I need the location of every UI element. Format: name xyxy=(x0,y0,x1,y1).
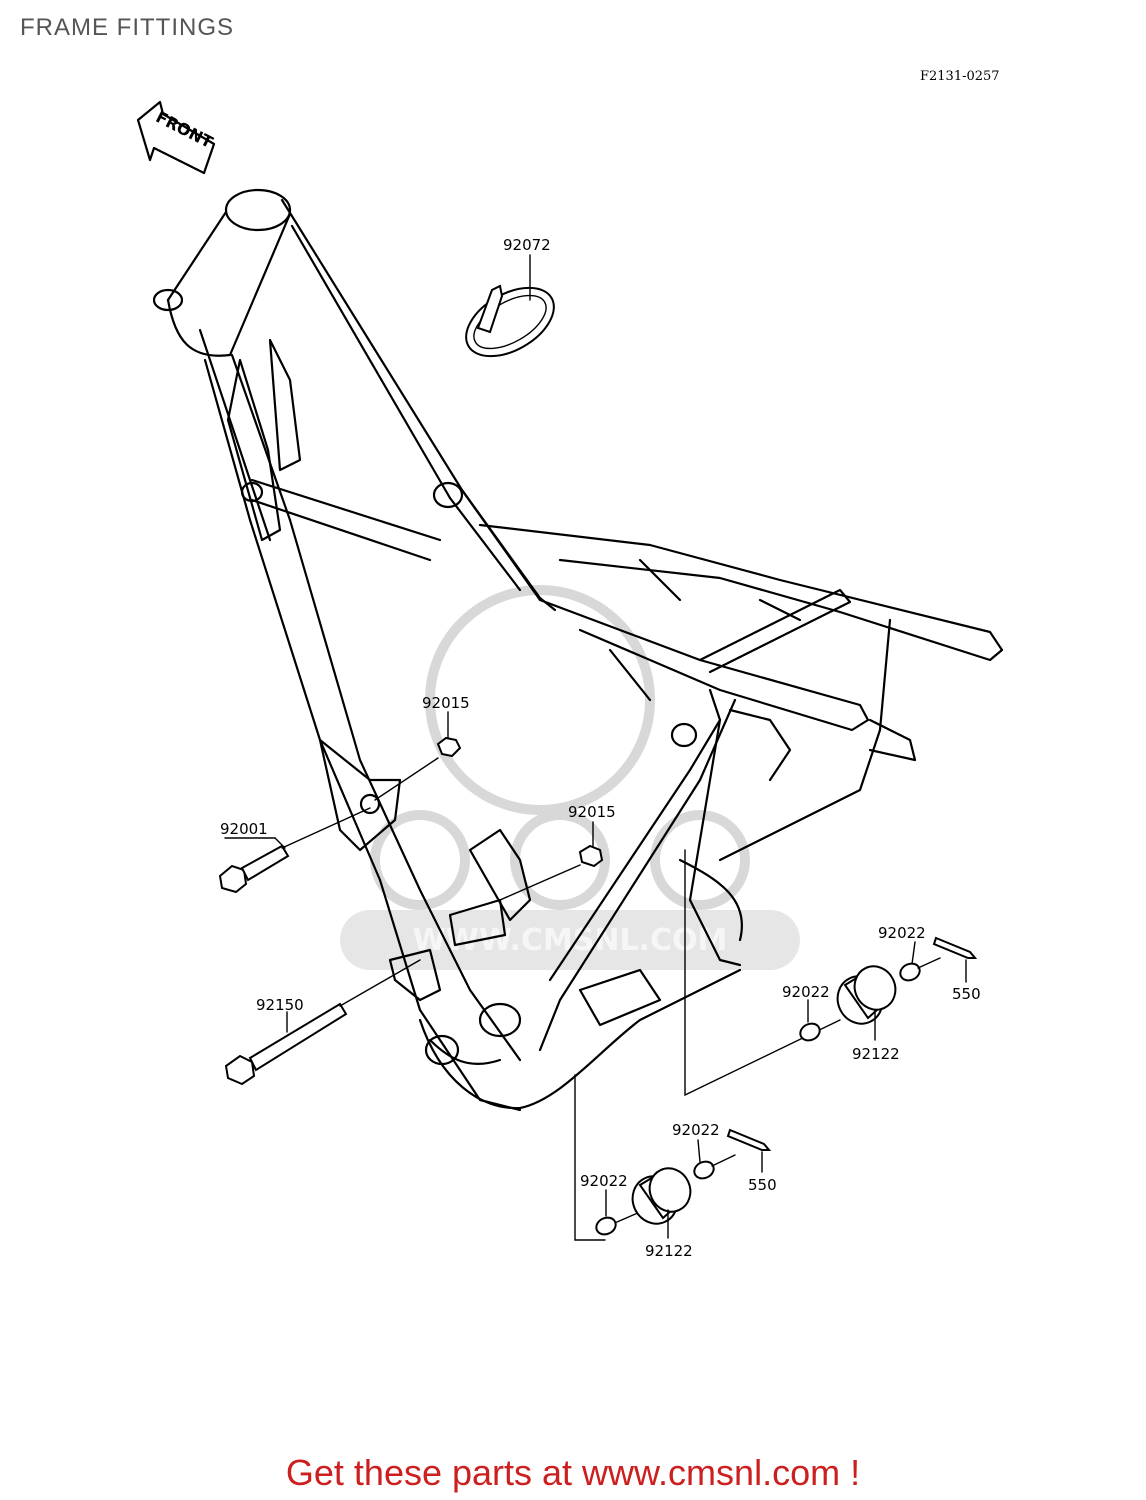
part-label-550-lower: 550 xyxy=(748,1176,777,1194)
diagram-code: F2131-0257 xyxy=(920,69,1000,84)
watermark: WWW.CMSNL.COM xyxy=(340,585,800,970)
exploded-parts-diagram: F2131-0257 WWW.CMSNL.COM FRONT xyxy=(136,69,1004,1260)
part-label-92072: 92072 xyxy=(503,236,551,254)
part-label-92022-upper-right: 92022 xyxy=(878,924,926,942)
part-92015-nut-upper: 92015 xyxy=(374,694,470,801)
rear-mount-group-lower: 92022 92022 550 92122 xyxy=(574,1074,777,1260)
part-label-550-upper: 550 xyxy=(952,985,981,1003)
part-92150-bolt: 92150 xyxy=(224,959,421,1086)
part-label-92015-lower: 92015 xyxy=(568,803,616,821)
watermark-text: WWW.CMSNL.COM xyxy=(413,923,728,958)
front-arrow-label: FRONT xyxy=(153,107,216,152)
rear-mount-group-upper: 92022 92022 550 92122 xyxy=(684,849,981,1097)
part-label-92122-lower: 92122 xyxy=(645,1242,693,1260)
part-label-92022-lower-right: 92022 xyxy=(672,1121,720,1139)
part-label-92015-upper: 92015 xyxy=(422,694,470,712)
part-label-92022-upper-left: 92022 xyxy=(782,983,830,1001)
front-arrow-icon: FRONT xyxy=(136,100,216,175)
motorcycle-frame xyxy=(152,188,1004,1112)
part-92072-band: 92072 xyxy=(465,236,555,358)
part-label-92001: 92001 xyxy=(220,820,268,838)
part-92015-nut-lower: 92015 xyxy=(499,803,616,901)
part-label-92122-upper: 92122 xyxy=(852,1045,900,1063)
part-92001-bolt: 92001 xyxy=(218,807,371,894)
page-title: FRAME FITTINGS xyxy=(20,14,234,41)
shop-link-banner[interactable]: Get these parts at www.cmsnl.com ! xyxy=(285,1452,861,1493)
part-label-92022-lower-left: 92022 xyxy=(580,1172,628,1190)
part-label-92150: 92150 xyxy=(256,996,304,1014)
